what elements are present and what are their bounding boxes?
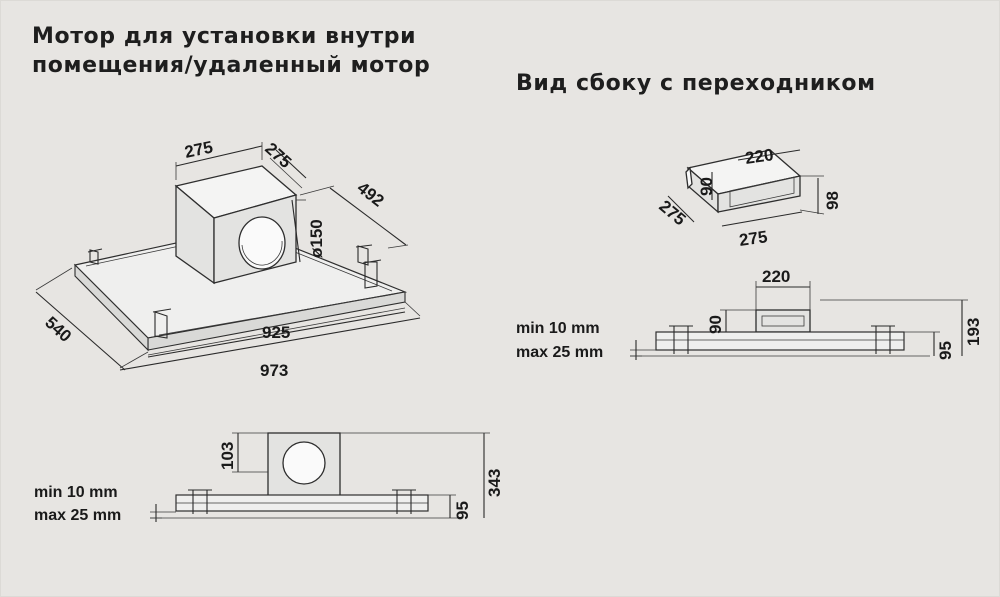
dim-depth-outer: 540 xyxy=(41,313,75,346)
adapter-iso-dimensions xyxy=(667,149,825,227)
dim-side-body-height: 95 xyxy=(936,341,955,360)
title-indoor-motor: Мотор для установки внутри помещения/уда… xyxy=(32,24,431,78)
adapter-side-drawing xyxy=(630,309,930,357)
dim-width-inner: 925 xyxy=(262,323,290,342)
title-side-view-adapter: Вид сбоку с переходником xyxy=(516,71,876,96)
front-view-dimensions xyxy=(150,432,490,522)
dim-front-motor-height: 103 xyxy=(218,442,237,470)
side-min-label: min 10 mm xyxy=(516,320,600,337)
front-view-drawing xyxy=(150,432,460,519)
dim-adapter-depth-bottom: 275 xyxy=(738,227,769,250)
side-max-label: max 25 mm xyxy=(516,344,603,361)
iso-dimensions xyxy=(35,142,421,371)
adapter-side-dimensions xyxy=(630,281,968,360)
dim-front-body-height: 95 xyxy=(453,501,472,520)
dim-front-total-height: 343 xyxy=(485,469,504,497)
dim-adapter-width: 220 xyxy=(744,145,775,168)
dim-adapter-height-right: 98 xyxy=(823,191,842,210)
dim-side-adapter-width: 220 xyxy=(762,267,790,286)
dim-outlet-diameter: ø150 xyxy=(307,219,326,258)
iso-hood-drawing xyxy=(73,165,408,356)
adapter-iso-drawing xyxy=(685,149,802,214)
dim-side-total-height: 193 xyxy=(964,318,983,346)
dim-width-outer: 973 xyxy=(260,361,288,380)
dim-adapter-depth-left: 275 xyxy=(655,197,689,230)
dim-motor-depth: 275 xyxy=(261,139,295,172)
dim-adapter-height-left: 90 xyxy=(697,177,716,196)
front-min-label: min 10 mm xyxy=(34,484,118,501)
dim-side-adapter-height: 90 xyxy=(706,315,725,334)
front-max-label: max 25 mm xyxy=(34,507,121,524)
dim-depth-inner: 492 xyxy=(354,178,388,210)
